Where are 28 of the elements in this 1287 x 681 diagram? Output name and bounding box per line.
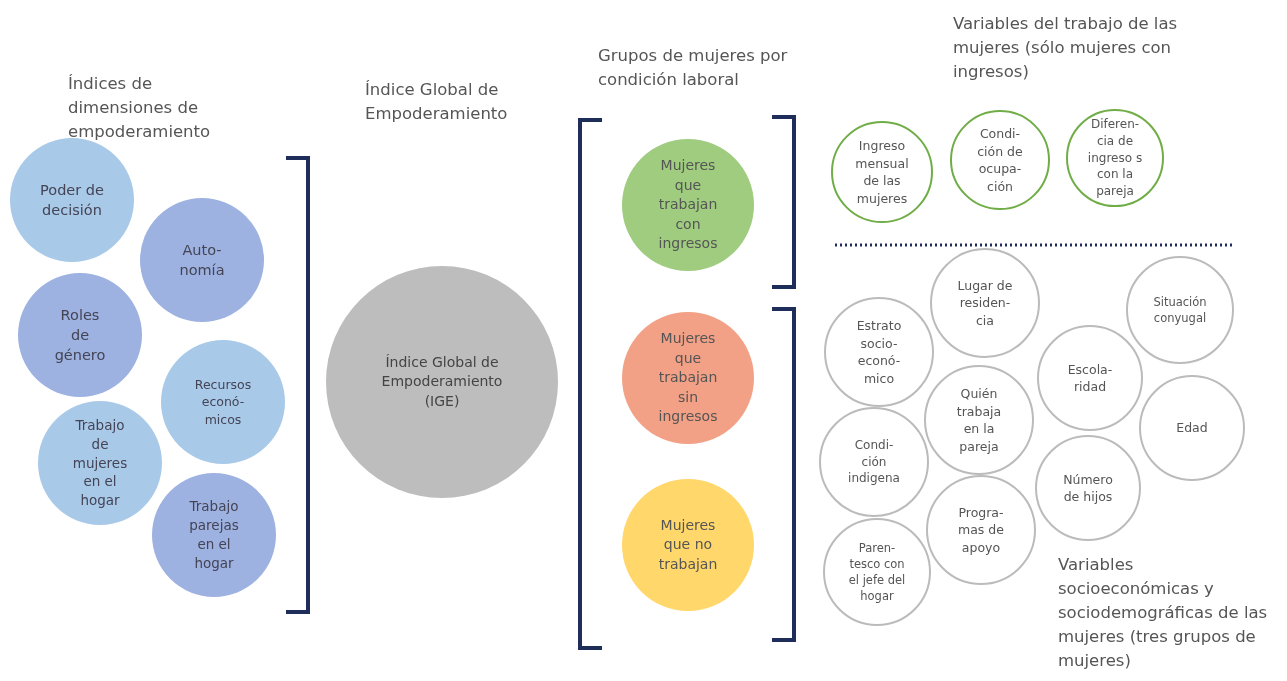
heading: Grupos de mujeres por condición laboral (598, 45, 789, 91)
heading: Variables del trabajo de las mujeres (sólo mujeres con ingresos) (953, 13, 1179, 83)
node-text: Auto- nomía (178, 240, 226, 280)
node-text: Estrato socio- econó- mico (855, 317, 903, 387)
heading: Índices de dimensiones de empoderamiento (68, 73, 212, 143)
node-text: Trabajo parejas en el hogar (188, 497, 240, 573)
node-text: Edad (1176, 419, 1208, 437)
node-text: Situación conyugal (1152, 293, 1208, 327)
heading: Índice Global de Empoderamiento (365, 79, 509, 125)
node-text: Mujeres que trabajan con ingresos (657, 156, 719, 254)
node-text: Recursos econó- micos (193, 375, 253, 429)
node-text: Quién trabaja en la pareja (955, 385, 1003, 455)
node-text: Trabajo de mujeres en el hogar (71, 415, 129, 511)
node-text: Número de hijos (1062, 470, 1114, 506)
node-text: Lugar de residen- cia (956, 276, 1014, 330)
node-text: Ingreso mensual de las mujeres (854, 137, 910, 207)
node-text: Roles de género (53, 305, 107, 366)
node-text: Mujeres que no trabajan (657, 515, 719, 574)
node-text: Poder de decisión (39, 180, 105, 220)
node-text: Escola- ridad (1066, 360, 1114, 396)
node-text: Condi- ción indigena (847, 436, 901, 488)
node-text: Índice Global de Empoderamiento (IGE) (380, 352, 504, 411)
node-text: Mujeres que trabajan sin ingresos (657, 329, 719, 427)
node-text: Paren- tesco con el jefe del hogar (848, 539, 906, 605)
node-text: Condi- ción de ocupa- ción (976, 125, 1024, 195)
node-text: Diferen- cia de ingreso s con la pareja (1086, 116, 1144, 200)
heading: Variables socioeconómicas y sociodemográficas de las mujeres (tres grupos de mujeres) (1058, 554, 1269, 672)
node-text: Progra- mas de apoyo (957, 503, 1005, 557)
